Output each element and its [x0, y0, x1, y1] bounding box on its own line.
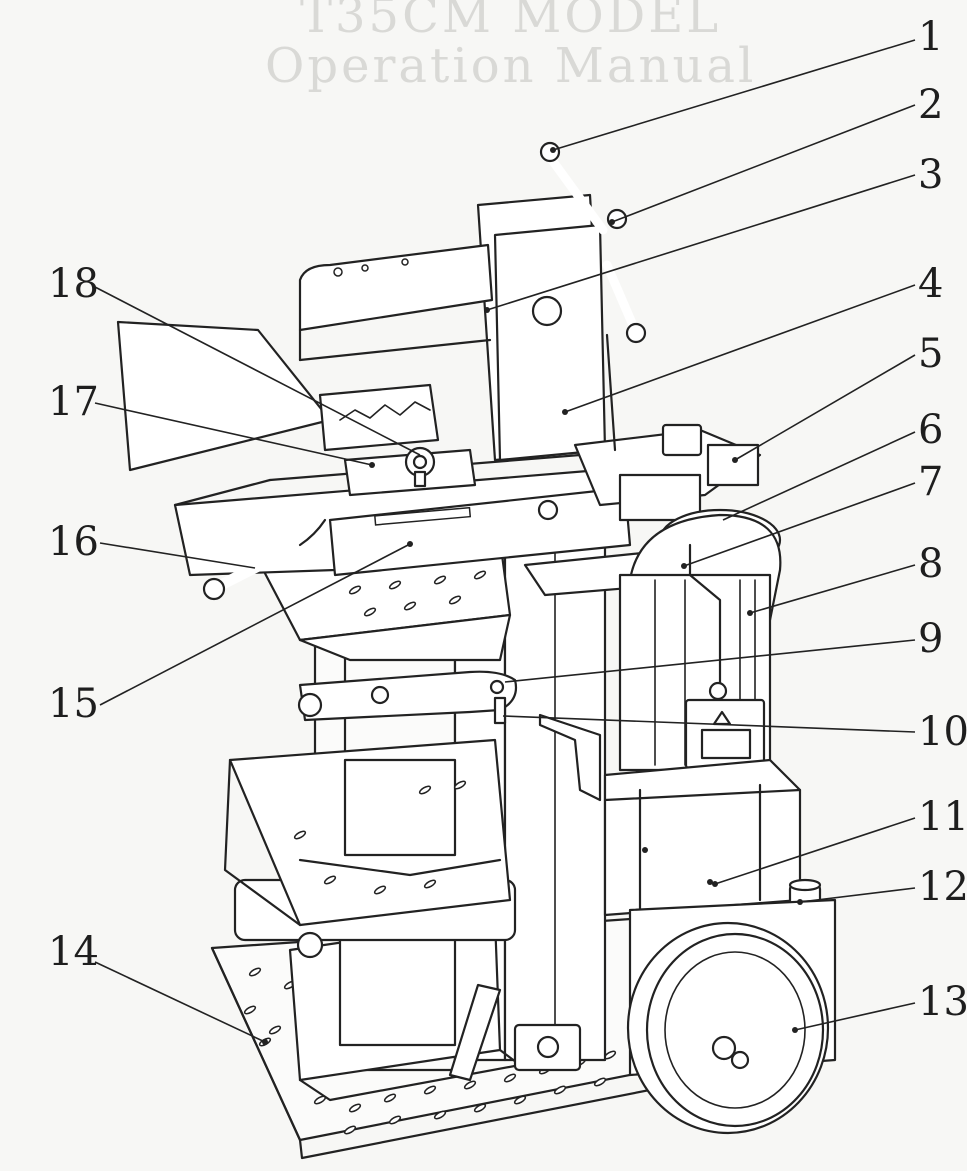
perforation: [293, 830, 307, 840]
perforation: [323, 875, 337, 885]
callout-7: 7: [918, 459, 943, 505]
wheel: [626, 921, 830, 1135]
callout-4: 4: [918, 261, 943, 307]
perforation: [423, 1085, 437, 1095]
side-lever-handle: [602, 260, 647, 452]
callout-12: 12: [918, 864, 967, 910]
splitting-wedge: [318, 383, 440, 452]
hydraulic-tank: [603, 758, 802, 928]
callout-13: 13: [918, 979, 967, 1025]
base-plate-holes: [243, 967, 617, 1135]
manual-subtitle: Operation Manual: [265, 38, 756, 94]
perforation: [473, 570, 487, 580]
callout-8: 8: [918, 541, 943, 587]
perforation: [403, 601, 417, 611]
top-rear-bar: [298, 243, 494, 362]
leader-lines: [94, 39, 916, 1043]
middle-log-tray: [223, 738, 512, 927]
perforation: [593, 1077, 607, 1087]
lever-bar: [297, 670, 518, 725]
callout-15: 15: [48, 681, 99, 727]
callout-17: 17: [48, 379, 99, 425]
callout-10: 10: [918, 709, 967, 755]
callout-labels: 1 2 3 4 5 6 7 8 9 10 11 12 13 14 15 16 1…: [48, 14, 967, 1025]
column-head: [476, 193, 607, 462]
perforation: [383, 1093, 397, 1103]
perforation: [388, 580, 402, 590]
perforation: [348, 1103, 362, 1113]
perforation: [433, 1110, 447, 1120]
perforation: [503, 1073, 517, 1083]
callout-11: 11: [918, 794, 967, 840]
perforation: [388, 1115, 402, 1125]
perforation: [423, 879, 437, 889]
wedge-block-knob: [343, 446, 477, 497]
side-guard: [448, 713, 602, 1082]
perforation: [243, 1005, 257, 1015]
callout-9: 9: [918, 616, 943, 662]
perforation: [463, 1080, 477, 1090]
lower-log-tray: [288, 918, 522, 1102]
perforation: [553, 1085, 567, 1095]
callout-16: 16: [48, 519, 99, 565]
perforation: [418, 785, 432, 795]
perforation: [453, 780, 467, 790]
leader-dots: [262, 147, 803, 1045]
perforation: [433, 575, 447, 585]
callout-5: 5: [918, 331, 943, 377]
callout-3: 3: [918, 152, 943, 198]
perforation: [473, 1103, 487, 1113]
callout-18: 18: [48, 261, 99, 307]
perforation: [363, 607, 377, 617]
right-arm: [573, 423, 762, 522]
callout-14: 14: [48, 929, 99, 975]
perforation: [343, 1125, 357, 1135]
perforation: [248, 967, 262, 977]
manual-model-title: T35CM MODEL: [300, 0, 721, 44]
perforation: [373, 885, 387, 895]
lift-handle: [202, 518, 327, 601]
callout-2: 2: [918, 82, 943, 128]
perforation: [448, 595, 462, 605]
perforation: [348, 585, 362, 595]
control-box: [684, 681, 766, 770]
callout-6: 6: [918, 407, 943, 453]
tray-perforations: [293, 570, 487, 895]
callout-1: 1: [918, 14, 943, 60]
perforation: [268, 1025, 282, 1035]
perforation: [513, 1095, 527, 1105]
